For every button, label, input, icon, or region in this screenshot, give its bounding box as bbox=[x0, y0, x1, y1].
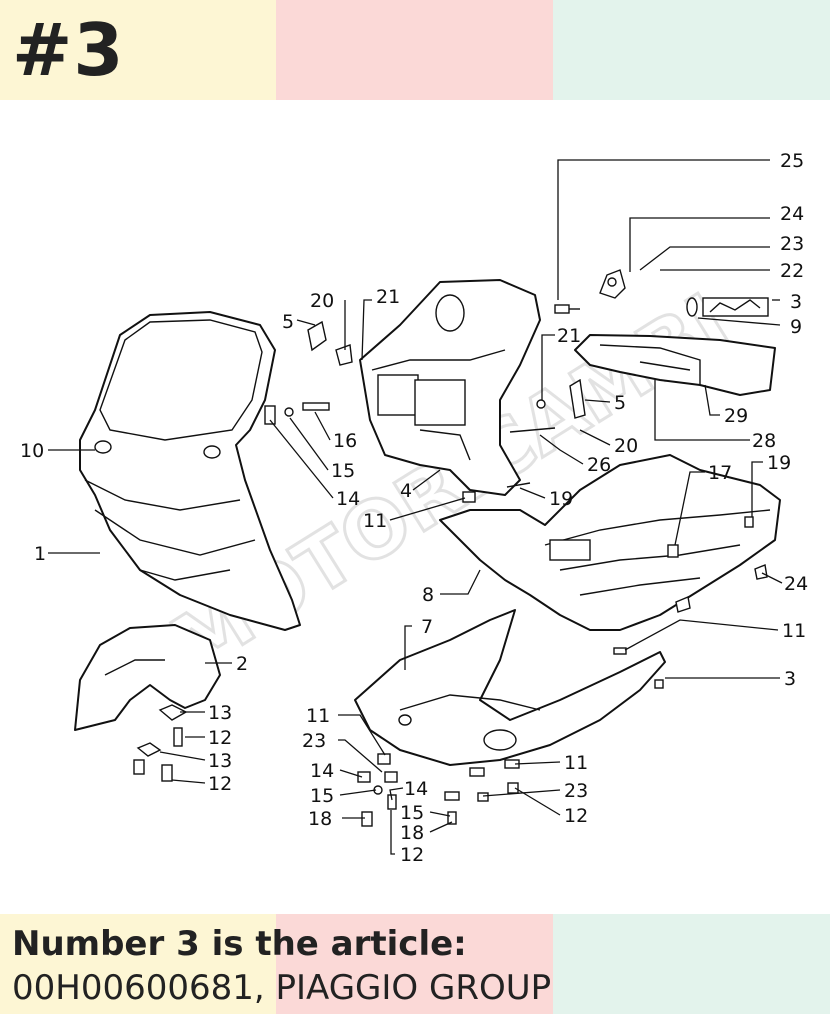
callout-15: 15 bbox=[331, 460, 355, 482]
callout-24: 24 bbox=[780, 203, 804, 225]
callout-15: 15 bbox=[310, 785, 334, 807]
part-front-mudguard bbox=[74, 624, 221, 731]
callout-10: 10 bbox=[20, 440, 44, 462]
callout-11: 11 bbox=[306, 705, 330, 727]
callout-13: 13 bbox=[208, 702, 232, 724]
footer-band-mint bbox=[553, 914, 830, 1014]
part-footboard bbox=[439, 454, 781, 631]
header-band-pink bbox=[276, 0, 553, 100]
callout-20: 20 bbox=[310, 290, 334, 312]
footer-band-pink bbox=[276, 914, 553, 1014]
callout-18: 18 bbox=[400, 822, 424, 844]
callout-11: 11 bbox=[564, 752, 588, 774]
callout-28: 28 bbox=[752, 430, 776, 452]
part-legshield-rear bbox=[359, 279, 541, 496]
header-band-mint bbox=[553, 0, 830, 100]
callout-19: 19 bbox=[549, 488, 573, 510]
callout-9: 9 bbox=[790, 316, 802, 338]
callout-29: 29 bbox=[724, 405, 748, 427]
callout-11: 11 bbox=[363, 510, 387, 532]
exploded-parts-diagram: IMOTORICAMBI bbox=[20, 150, 808, 866]
callout-23: 23 bbox=[302, 730, 326, 752]
callout-3: 3 bbox=[790, 291, 802, 313]
callout-2: 2 bbox=[236, 653, 248, 675]
callout-1: 1 bbox=[34, 543, 46, 565]
callout-19: 19 bbox=[767, 452, 791, 474]
callout-15: 15 bbox=[400, 802, 424, 824]
callout-8: 8 bbox=[422, 584, 434, 606]
callout-11: 11 bbox=[782, 620, 806, 642]
part-lower-panel bbox=[354, 609, 666, 766]
footer-band-yellow bbox=[0, 914, 276, 1014]
callout-7: 7 bbox=[421, 616, 433, 638]
callout-3: 3 bbox=[784, 668, 796, 690]
header-band bbox=[0, 0, 830, 100]
callout-25: 25 bbox=[780, 150, 804, 172]
part-badge-strip bbox=[599, 269, 769, 317]
callout-14: 14 bbox=[336, 488, 360, 510]
callout-24: 24 bbox=[784, 573, 808, 595]
callout-5: 5 bbox=[282, 311, 294, 333]
callout-16: 16 bbox=[333, 430, 357, 452]
callout-18: 18 bbox=[308, 808, 332, 830]
callout-4: 4 bbox=[400, 480, 412, 502]
callout-12: 12 bbox=[208, 773, 232, 795]
footer-band bbox=[0, 914, 830, 1014]
page-number: #3 bbox=[12, 8, 125, 92]
callout-20: 20 bbox=[614, 435, 638, 457]
article-caption: Number 3 is the article: 00H00600681, PI… bbox=[12, 922, 822, 1010]
callout-12: 12 bbox=[400, 844, 424, 866]
callout-12: 12 bbox=[564, 805, 588, 827]
part-front-shield bbox=[79, 311, 301, 631]
callout-5: 5 bbox=[614, 392, 626, 414]
leader-lines bbox=[48, 159, 783, 855]
callout-12: 12 bbox=[208, 727, 232, 749]
callout-21: 21 bbox=[376, 286, 400, 308]
callout-14: 14 bbox=[404, 778, 428, 800]
callout-23: 23 bbox=[780, 233, 804, 255]
callout-13: 13 bbox=[208, 750, 232, 772]
part-rack-pad bbox=[574, 334, 776, 396]
callout-numbers: 25 24 23 22 3 9 20 21 5 21 5 29 28 10 16… bbox=[20, 150, 808, 866]
callout-17: 17 bbox=[708, 462, 732, 484]
callout-26: 26 bbox=[587, 454, 611, 476]
callout-14: 14 bbox=[310, 760, 334, 782]
hardware-pieces bbox=[133, 304, 768, 827]
caption-article-code: 00H00600681, PIAGGIO GROUP bbox=[12, 968, 552, 1008]
callout-23: 23 bbox=[564, 780, 588, 802]
callout-22: 22 bbox=[780, 260, 804, 282]
caption-heading: Number 3 is the article: bbox=[12, 924, 467, 964]
header-band-yellow bbox=[0, 0, 276, 100]
callout-21: 21 bbox=[557, 325, 581, 347]
